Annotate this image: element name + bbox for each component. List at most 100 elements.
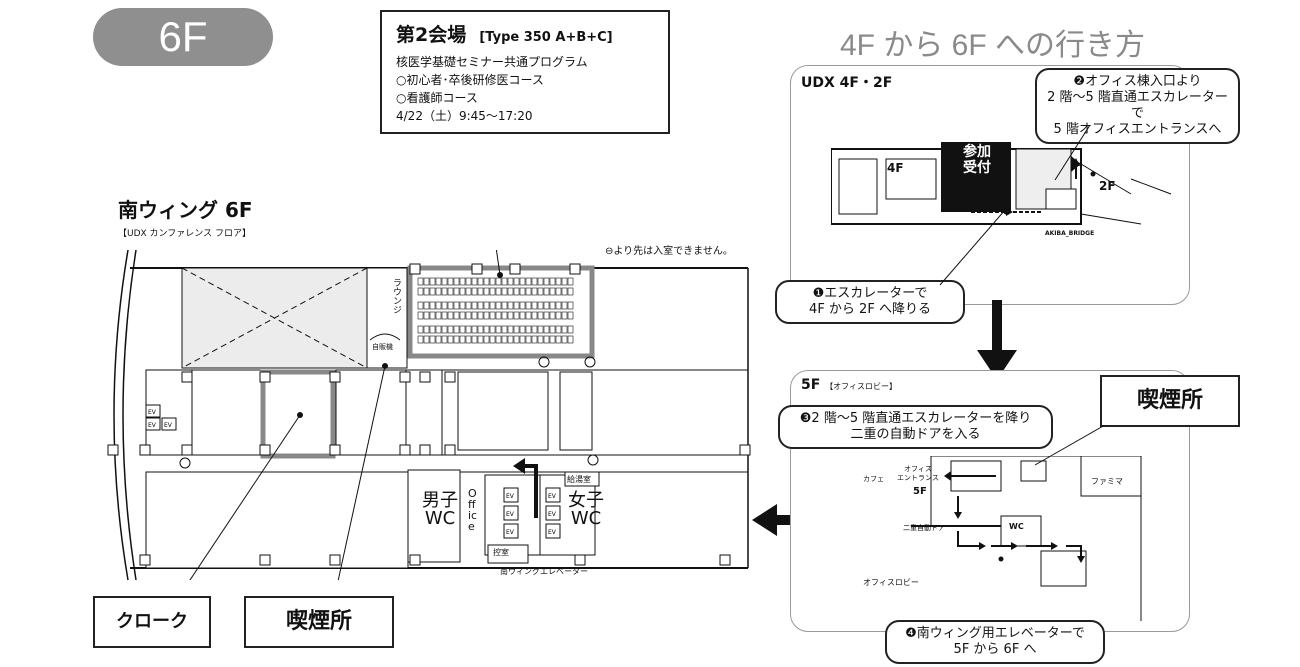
seat [501,301,508,310]
seat [549,335,556,344]
seat [465,301,472,310]
seat [471,311,478,320]
seat [543,287,550,296]
seat [543,335,550,344]
floor-plan-6f: EV EV EV EV EV EV EV EV EV [107,250,751,580]
smoking-pointer [1034,425,1106,466]
seat [447,301,454,310]
label-2f: 2F [1099,179,1116,193]
panel2-subtitle: 【オフィスロビー】 [825,382,898,391]
seat [519,301,526,310]
ev-label: EV [148,422,157,429]
seat [555,325,562,334]
seat [489,277,496,286]
session-line: 核医学基礎セミナー共通プログラム [396,55,588,69]
seat [495,311,502,320]
cloakroom-label: クローク [93,596,211,648]
seat [489,301,496,310]
floor-badge: 6F [93,8,273,66]
step-1-pointer [939,210,1006,286]
session-line: 4/22（土）9:45～17:20 [396,109,533,123]
session-line: ○看護師コース [396,91,478,105]
seat [507,311,514,320]
seat [435,287,442,296]
seat [501,311,508,320]
seat [513,277,520,286]
seat [543,311,550,320]
seat [429,311,436,320]
session-title: 第2会場 [396,24,467,46]
seat [459,301,466,310]
seat [489,335,496,344]
seat [501,325,508,334]
seat [429,325,436,334]
seat [567,325,574,334]
seat [447,287,454,296]
seat [441,335,448,344]
seat [507,325,514,334]
seat [525,301,532,310]
seat [423,335,430,344]
seat [537,287,544,296]
seat [531,335,538,344]
seat [531,311,538,320]
akiba-bridge-label: AKIBA_BRIDGE [1045,230,1095,237]
seat [501,277,508,286]
reception-label: 参加 受付 [963,144,991,176]
seat [519,277,526,286]
mens-wc-label: 男子 WC [422,490,458,529]
seat [483,335,490,344]
seat [543,325,550,334]
seat [417,301,424,310]
seat [441,301,448,310]
seat [537,277,544,286]
ev-label: EV [548,493,557,500]
seat [555,277,562,286]
seat [537,335,544,344]
seat [495,335,502,344]
ev-label: EV [506,511,515,518]
office-entrance-label: オフィス エントランス [897,465,939,482]
seat [489,287,496,296]
hall-highlight [407,265,595,359]
seat [555,287,562,296]
seat [417,325,424,334]
entrance-5f-label: 5F [913,486,927,497]
ev-label: EV [506,493,515,500]
no-entry-icon [538,356,550,368]
waiting-room-label: 控室 [493,548,509,557]
down-arrow-icon [977,300,1017,380]
seat [567,311,574,320]
seat [465,335,472,344]
seat [423,277,430,286]
ev-label: EV [506,529,515,536]
step-1-box: ❶エスカレーターで 4F から 2F へ降りる [775,280,965,324]
seat [519,311,526,320]
map-5f [911,456,1142,621]
seat [483,311,490,320]
seat [429,287,436,296]
seat [519,325,526,334]
lounge-label: ラウンジ [391,278,401,314]
ev-label: EV [148,409,157,416]
seat [507,335,514,344]
seat [495,301,502,310]
smoking-area-5f-label: 喫煙所 [1100,375,1240,427]
seat [429,277,436,286]
map-4f-2f [831,142,1172,225]
ev-label: EV [164,422,173,429]
seat [561,335,568,344]
seat [567,301,574,310]
seat [465,325,472,334]
office-label: Office [468,487,478,533]
seat [447,325,454,334]
seat [435,301,442,310]
office-lobby-label: オフィスロビー [863,578,919,587]
seat [471,335,478,344]
seat [561,311,568,320]
seat [441,287,448,296]
seat [561,287,568,296]
cloakroom-highlight [260,369,336,459]
seat [441,311,448,320]
familymart-label: ファミマ [1091,477,1123,486]
